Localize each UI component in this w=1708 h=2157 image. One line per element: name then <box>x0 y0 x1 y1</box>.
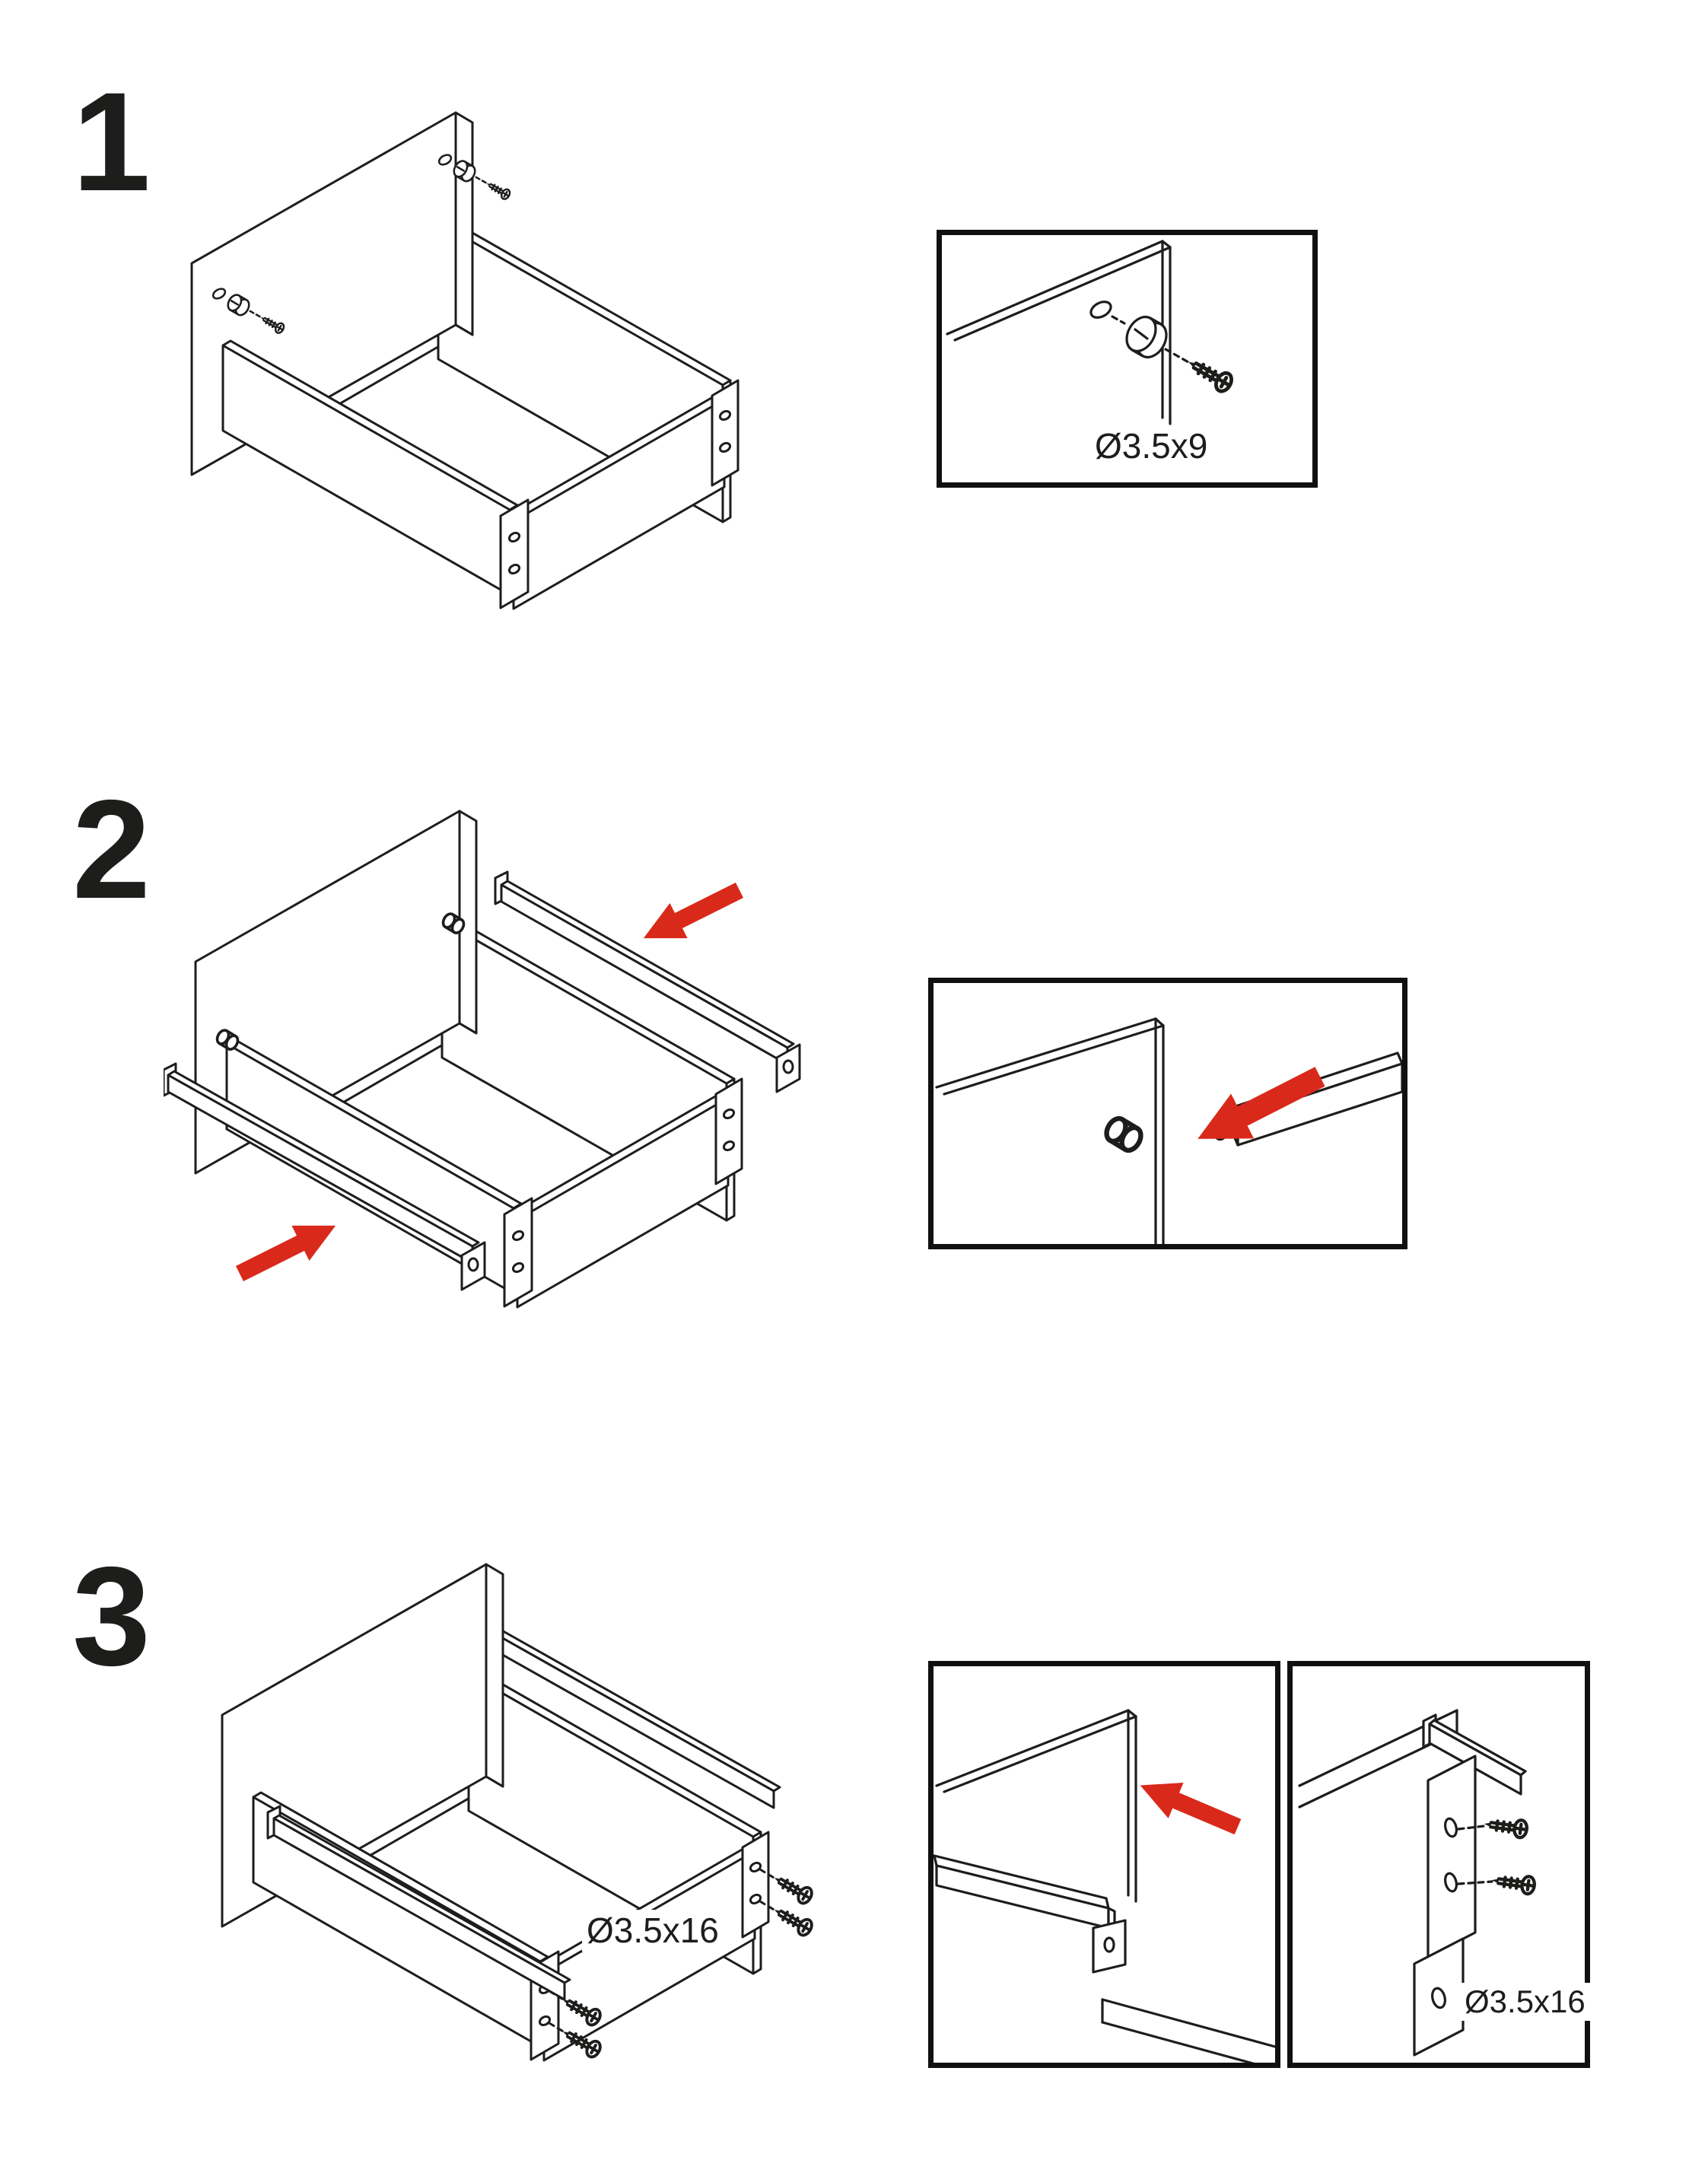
dowel-peg-icon <box>1102 1115 1144 1154</box>
panel-corner <box>946 240 1172 425</box>
screw-icon <box>772 1908 816 1939</box>
screw-icon <box>1492 1865 1541 1907</box>
step-2-detail-illustration <box>935 1017 1402 1244</box>
screw-icon <box>1188 362 1235 394</box>
step-2-detail-box <box>928 978 1407 1249</box>
insert-arrow <box>1131 1766 1247 1846</box>
lower-panel <box>1101 1998 1275 2063</box>
step-2-drawer-illustration <box>164 810 801 1309</box>
step-3-detail-illustration-left <box>934 1709 1275 2063</box>
step-3-detail-box-right: Ø3.5x16 <box>1287 1661 1590 2068</box>
step-3-detail-box-left <box>928 1661 1280 2068</box>
drawer-rail-left-installed <box>266 1805 571 2001</box>
panel-corner <box>935 1017 1165 1244</box>
step-1-detail-box: Ø3.5x9 <box>937 230 1318 488</box>
step-1-drawer-illustration <box>190 111 739 610</box>
bracket-screws <box>548 1868 816 2061</box>
step-3-screw-size-label: Ø3.5x16 <box>582 1910 724 1952</box>
step-1-screw-size-label: Ø3.5x9 <box>1090 425 1213 467</box>
step-1-number: 1 <box>72 64 151 221</box>
cam-hole <box>1089 301 1112 319</box>
rail-end-with-hook <box>934 1854 1127 1974</box>
step-3-drawer-illustration <box>221 1563 816 2062</box>
cabinet-panel-corner <box>935 1709 1137 1903</box>
step-1-detail-illustration <box>946 240 1312 425</box>
drawer-rail-left <box>164 1062 486 1291</box>
step-3-number: 3 <box>72 1538 151 1695</box>
lower-bracket <box>1413 1937 1465 2057</box>
screw-icon <box>772 1876 816 1907</box>
step-2-number: 2 <box>72 771 151 928</box>
step-3-detail-illustration-right <box>1298 1709 1585 2057</box>
cam-lock-icon <box>1125 315 1168 359</box>
step-3-detail-screw-size-label: Ø3.5x16 <box>1460 1983 1590 2022</box>
mounting-bracket <box>1427 1755 1477 1958</box>
insert-arrow-right <box>634 871 749 957</box>
insert-arrow-left <box>230 1207 345 1293</box>
screw-icon <box>1484 1809 1534 1851</box>
drawer-rail-right <box>494 870 801 1093</box>
